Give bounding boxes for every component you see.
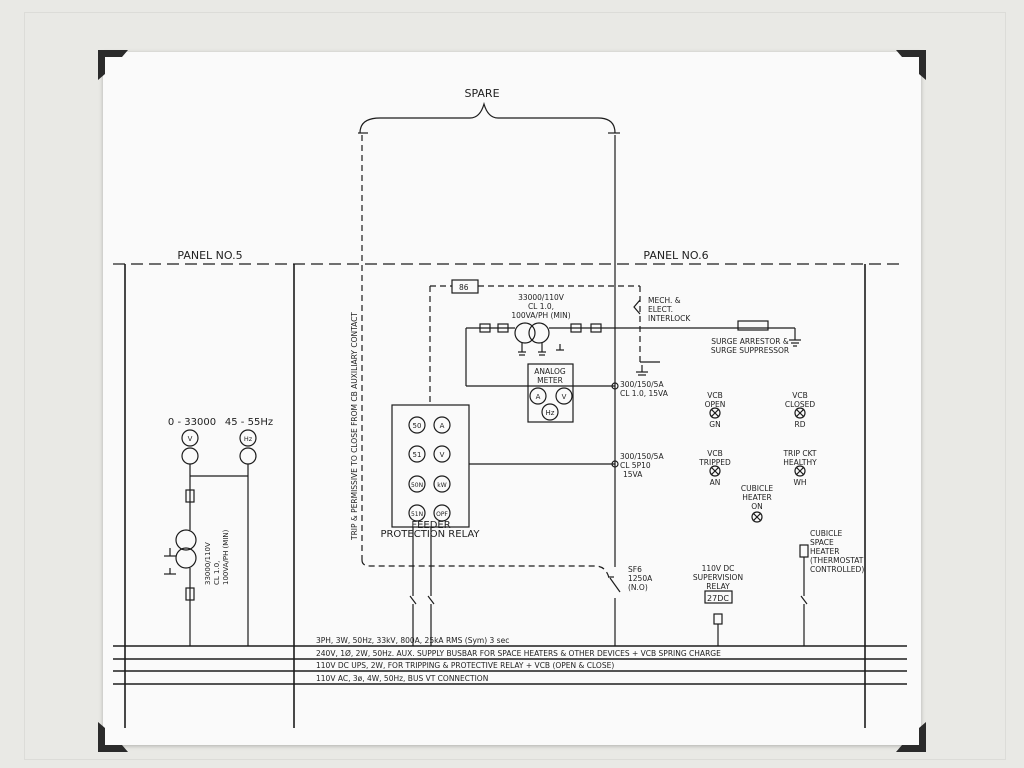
- cubicle-heater-3: ON: [751, 502, 763, 511]
- space-heater-3: HEATER: [810, 547, 839, 556]
- feeder-relay-label-1: FEEDER: [411, 520, 450, 531]
- single-line-diagram: SPARE PANEL NO.5 PANEL NO.6 TRIP & PERMI…: [113, 87, 907, 728]
- relay-fn-v: V: [440, 451, 445, 459]
- space-heater-2: SPACE: [810, 538, 834, 547]
- ct2-label-2: CL 5P10: [620, 461, 651, 470]
- trip-healthy-2: HEALTHY: [783, 458, 817, 467]
- busbars: [113, 645, 907, 685]
- background-frame: [24, 12, 1006, 760]
- space-heater-1: CUBICLE: [810, 529, 842, 538]
- busbar-label-2: 240V, 1Ø, 2W, 50Hz. AUX. SUPPLY BUSBAR F…: [316, 649, 721, 658]
- supervision-relay-label: 27DC: [707, 594, 729, 603]
- feeder-protection-relay: [391, 404, 470, 528]
- ct1-label-2: CL 1.0, 15VA: [620, 389, 669, 398]
- voltmeter-range: 0 - 33000: [168, 417, 216, 428]
- feeder-relay-label-2: PROTECTION RELAY: [380, 529, 480, 540]
- left-pt-rating-2: CL 1.0,: [213, 561, 221, 585]
- analog-meter-box: [527, 363, 574, 423]
- space-heater-5: CONTROLLED): [810, 565, 864, 574]
- supervision-label-3: RELAY: [706, 582, 730, 591]
- pt-rating-3: 100VA/PH (MIN): [511, 311, 570, 320]
- meter-a: A: [536, 393, 541, 401]
- vcb-closed-2: CLOSED: [785, 400, 816, 409]
- frequency-meter-icon: [239, 429, 257, 447]
- trip-note: TRIP & PERMISSIVE TO CLOSE FROM CB AUXIL…: [350, 312, 359, 541]
- sf6-label-1: SF6: [628, 565, 642, 574]
- interlock-1: MECH. &: [648, 296, 681, 305]
- trip-healthy-1: TRIP CKT: [782, 449, 816, 458]
- vcb-open-2: OPEN: [705, 400, 726, 409]
- trip-healthy-3: WH: [793, 478, 806, 487]
- vcb-tripped-2: TRIPPED: [698, 458, 731, 467]
- freq-range: 45 - 55Hz: [225, 417, 273, 428]
- relay-fn-51: 51: [413, 451, 422, 459]
- pt-rating-2: CL 1.0,: [528, 302, 554, 311]
- relay-fn-opf: OPF: [436, 511, 448, 518]
- ct2-label-3: 15VA: [623, 470, 643, 479]
- space-heater-4: (THERMOSTAT: [810, 556, 864, 565]
- relay-fn-50: 50: [413, 422, 422, 430]
- panel6-label: PANEL NO.6: [643, 249, 708, 262]
- left-meter-v: V: [188, 435, 193, 443]
- left-pt-rating-1: 33000/110V: [204, 542, 212, 585]
- relay-fn-a: A: [440, 422, 445, 430]
- spare-label: SPARE: [464, 87, 499, 100]
- ct1-label-1: 300/150/5A: [620, 380, 664, 389]
- pt-transformer-icon: [514, 322, 536, 344]
- vcb-open-3: GN: [709, 420, 720, 429]
- busbar-label-1: 3PH, 3W, 50Hz, 33kV, 800A, 25kA RMS (Sym…: [316, 636, 509, 645]
- ct2-label-1: 300/150/5A: [620, 452, 664, 461]
- surge-label-1: SURGE ARRESTOR &: [711, 337, 789, 346]
- meter-v: V: [562, 393, 567, 401]
- surge-label-2: SURGE SUPPRESSOR: [711, 346, 789, 355]
- busbar-label-3: 110V DC UPS, 2W, FOR TRIPPING & PROTECTI…: [316, 661, 614, 670]
- sf6-label-2: 1250A: [628, 574, 653, 583]
- supervision-label-2: SUPERVISION: [693, 573, 743, 582]
- lamp-icon: [709, 407, 806, 523]
- busbar-label-4: 110V AC, 3ø, 4W, 50Hz, BUS VT CONNECTION: [316, 674, 488, 683]
- slide-card: SPARE PANEL NO.5 PANEL NO.6 TRIP & PERMI…: [103, 52, 921, 745]
- corner-bracket-icon: [98, 722, 128, 752]
- corner-bracket-icon: [896, 50, 926, 80]
- analog-meter-label-2: METER: [537, 376, 563, 385]
- sf6-label-3: (N.O): [628, 583, 648, 592]
- interlock-2: ELECT.: [648, 305, 673, 314]
- relay-86-box: [451, 279, 479, 294]
- cubicle-heater-1: CUBICLE: [741, 484, 773, 493]
- vcb-open-1: VCB: [707, 391, 723, 400]
- vcb-closed-1: VCB: [792, 391, 808, 400]
- vcb-closed-3: RD: [795, 420, 806, 429]
- analog-meter-label-1: ANALOG: [534, 367, 566, 376]
- cubicle-heater-2: HEATER: [742, 493, 771, 502]
- corner-bracket-icon: [896, 722, 926, 752]
- meter-hz: Hz: [546, 409, 555, 417]
- corner-bracket-icon: [98, 50, 128, 80]
- panel5-label: PANEL NO.5: [177, 249, 242, 262]
- vcb-tripped-3: AN: [710, 478, 721, 487]
- pt-rating-1: 33000/110V: [518, 293, 565, 302]
- supervision-relay-box: [704, 590, 733, 604]
- relay-fn-kw: kW: [437, 482, 446, 489]
- relay-fn-51n: 51N: [411, 511, 423, 518]
- relay-fn-50n: 50N: [411, 482, 423, 489]
- voltmeter-icon: [181, 429, 199, 447]
- left-pt-transformer-icon: [175, 529, 197, 551]
- vcb-tripped-1: VCB: [707, 449, 723, 458]
- left-meter-hz: Hz: [244, 435, 253, 443]
- left-pt-rating-3: 100VA/PH (MIN): [222, 529, 230, 585]
- relay-86-label: 86: [459, 283, 469, 292]
- interlock-3: INTERLOCK: [648, 314, 691, 323]
- spare-brace: [359, 101, 616, 134]
- supervision-label-1: 110V DC: [702, 564, 735, 573]
- surge-arrester: [737, 320, 769, 331]
